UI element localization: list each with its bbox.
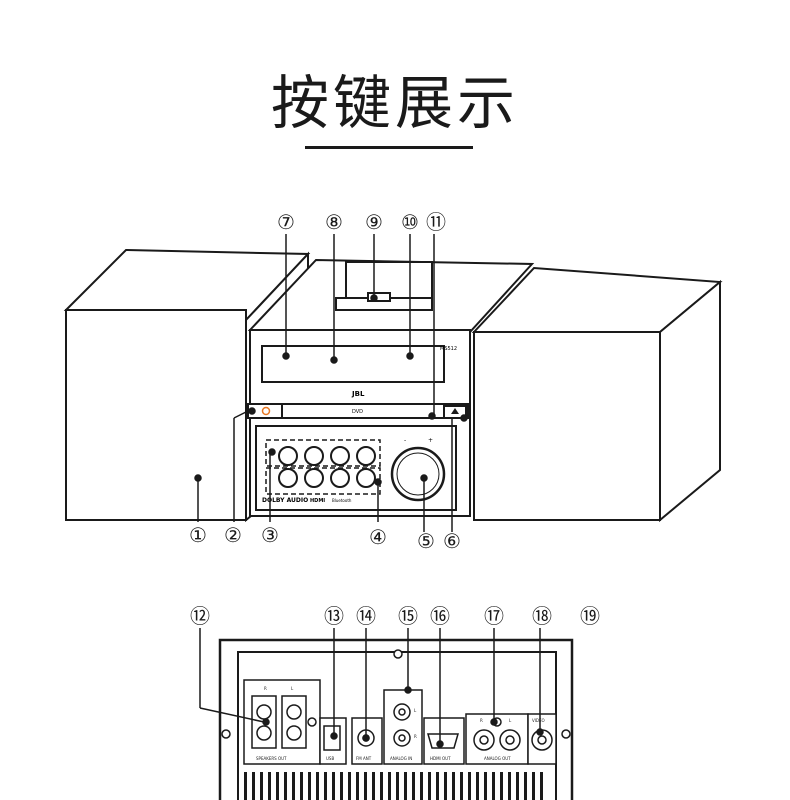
callout-8: ⑧ xyxy=(325,210,343,234)
panel-button-2 xyxy=(304,446,324,466)
panel-button-1 xyxy=(278,446,298,466)
hdmi-out-label: HDMI OUT xyxy=(430,756,451,761)
right-speaker xyxy=(471,266,723,523)
rear-callouts: ⑫ ⑬ ⑭ ⑮ ⑯ ⑰ ⑱ ⑲ xyxy=(190,604,600,628)
speaker-l-label: L xyxy=(291,686,294,691)
page-title: 按键展示 xyxy=(270,69,519,137)
title-underline xyxy=(305,146,473,149)
callout-7: ⑦ xyxy=(277,210,295,234)
disc-label: DVD xyxy=(352,409,363,415)
callout-18: ⑱ xyxy=(532,604,552,628)
analog-in-r-label: R xyxy=(414,734,417,739)
panel-button-3 xyxy=(330,446,350,466)
callout-17: ⑰ xyxy=(484,604,504,628)
dolby-label: DOLBY AUDIO xyxy=(262,497,308,504)
panel-button-4 xyxy=(356,446,376,466)
callout-15: ⑮ xyxy=(398,604,418,628)
callout-1: ① xyxy=(189,523,207,547)
speaker-r-label: R xyxy=(264,686,267,691)
control-buttons-top xyxy=(278,446,376,488)
callout-12: ⑫ xyxy=(190,604,210,628)
hdmi-label: HDMI xyxy=(310,498,325,504)
button-group-outline-top xyxy=(265,439,381,467)
callout-14: ⑭ xyxy=(356,604,376,628)
model-label: MS512 xyxy=(440,346,457,352)
speakers-out-block xyxy=(243,679,321,765)
knob-plus: + xyxy=(428,437,433,444)
panel-button-8 xyxy=(356,468,376,488)
fm-ant-port xyxy=(351,717,383,765)
rear-vents xyxy=(244,772,543,800)
callout-9: ⑨ xyxy=(365,210,383,234)
callout-4: ④ xyxy=(369,525,387,549)
analog-in-ports xyxy=(383,689,423,765)
power-icon xyxy=(261,406,271,416)
analog-in-l-label: L xyxy=(414,708,417,713)
usb-label: USB xyxy=(326,756,334,761)
callout-11: ⑪ xyxy=(426,210,446,234)
callout-13: ⑬ xyxy=(324,604,344,628)
knob-minus: - xyxy=(404,437,406,444)
analog-out-label: ANALOG OUT xyxy=(484,756,511,761)
callout-5: ⑤ xyxy=(417,529,435,553)
panel-button-5 xyxy=(278,468,298,488)
rear-screws xyxy=(221,649,571,739)
callout-2: ② xyxy=(224,523,242,547)
eject-icon xyxy=(451,408,459,414)
analog-in-label: ANALOG IN xyxy=(390,756,412,761)
hdmi-out-port xyxy=(423,717,465,765)
callout-6: ⑥ xyxy=(443,529,461,553)
volume-knob xyxy=(390,446,446,502)
fm-ant-label: FM ANT xyxy=(356,756,372,761)
volume-knob-inner xyxy=(396,452,440,496)
button-group-outline-bottom xyxy=(265,467,381,495)
brand-logo: JBL xyxy=(351,390,365,398)
analog-out-r-label: R xyxy=(480,718,483,723)
callout-19: ⑲ xyxy=(580,604,600,628)
analog-out-ports xyxy=(465,713,529,765)
analog-out-l-label: L xyxy=(509,718,512,723)
panel-button-7 xyxy=(330,468,350,488)
callout-16: ⑯ xyxy=(430,604,450,628)
front-callouts: ① ② ③ ④ ⑤ ⑥ ⑦ ⑧ ⑨ ⑩ ⑪ xyxy=(189,210,461,553)
panel-button-6 xyxy=(304,468,324,488)
video-port xyxy=(527,713,557,765)
callout-10: ⑩ xyxy=(401,210,419,234)
video-label: VIDEO xyxy=(532,718,545,723)
speakers-out-label: SPEAKERS OUT xyxy=(256,756,287,761)
bluetooth-label: Bluetooth xyxy=(332,498,352,503)
callout-3: ③ xyxy=(261,523,279,547)
rear-leader-lines xyxy=(199,628,544,748)
front-leader-lines xyxy=(194,234,468,532)
